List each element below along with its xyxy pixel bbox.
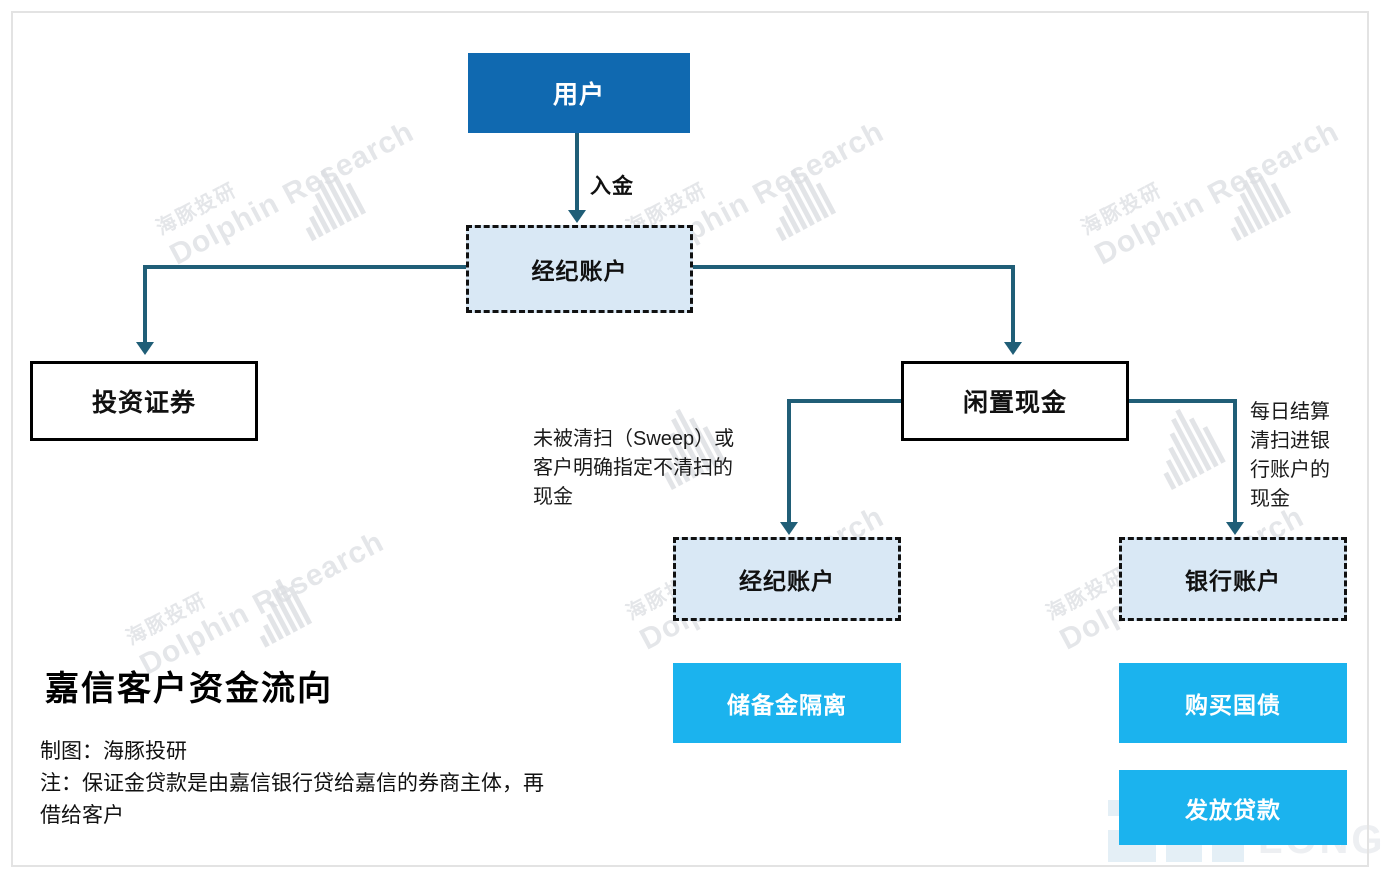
arrowhead-to-idle-cash	[1004, 342, 1022, 355]
connector-idlecash-left-horizontal	[787, 399, 903, 403]
watermark-bars-icon	[1210, 160, 1295, 243]
connector-user-to-brokerage	[575, 133, 579, 211]
connector-idlecash-right-horizontal	[1127, 399, 1237, 403]
connector-brokerage-right-horizontal	[690, 265, 1015, 269]
watermark-bars-icon	[240, 574, 315, 649]
watermark-en-text: Dolphin Research	[1089, 115, 1345, 272]
watermark-cn-text: 海豚投研	[122, 588, 211, 650]
watermark-cn-text: 海豚投研	[152, 178, 241, 240]
node-reserve-segregation[interactable]: 储备金隔离	[673, 663, 901, 743]
arrowhead-to-bank-account	[1226, 522, 1244, 535]
node-invest-securities[interactable]: 投资证券	[30, 361, 258, 441]
node-issue-loans[interactable]: 发放贷款	[1119, 770, 1347, 845]
watermark-cn-text: 海豚投研	[1077, 178, 1166, 240]
arrowhead-to-invest-securities	[136, 342, 154, 355]
node-brokerage-account-bottom[interactable]: 经纪账户	[673, 537, 901, 621]
watermark-bars-icon	[755, 160, 840, 243]
connector-idlecash-left-vertical	[787, 399, 791, 523]
watermark-dolphin: 海豚投研 Dolphin Research	[1075, 88, 1345, 273]
watermark-bars-icon	[285, 160, 370, 243]
watermark-en-text: Dolphin Research	[164, 115, 420, 272]
watermark-bars-icon	[1140, 400, 1229, 492]
edge-label-deposit: 入金	[590, 175, 634, 198]
watermark-en-text: Dolphin Research	[134, 525, 390, 682]
node-buy-treasury[interactable]: 购买国债	[1119, 663, 1347, 743]
edge-label-not-swept: 未被清扫（Sweep）或 客户明确指定不清扫的 现金	[533, 428, 735, 508]
node-bank-account[interactable]: 银行账户	[1119, 537, 1347, 621]
node-idle-cash[interactable]: 闲置现金	[901, 361, 1129, 441]
edge-label-daily-swept: 每日结算 清扫进银 行账户的 现金	[1250, 401, 1330, 510]
node-user[interactable]: 用户	[468, 53, 690, 133]
watermark-dolphin: 海豚投研 Dolphin Research	[120, 498, 390, 683]
node-brokerage-account-top[interactable]: 经纪账户	[466, 225, 693, 313]
credits-note: 制图：海豚投研 注：保证金贷款是由嘉信银行贷给嘉信的券商主体，再借给客户	[40, 740, 544, 827]
arrowhead-to-brokerage-bottom	[780, 522, 798, 535]
connector-brokerage-left-horizontal	[143, 265, 468, 269]
page-title: 嘉信客户资金流向	[45, 670, 333, 708]
connector-idlecash-right-vertical	[1233, 399, 1237, 523]
connector-brokerage-left-vertical	[143, 265, 147, 343]
watermark-dolphin: 海豚投研 Dolphin Research	[150, 88, 420, 273]
arrowhead-to-brokerage	[568, 210, 586, 223]
connector-brokerage-right-vertical	[1011, 265, 1015, 343]
